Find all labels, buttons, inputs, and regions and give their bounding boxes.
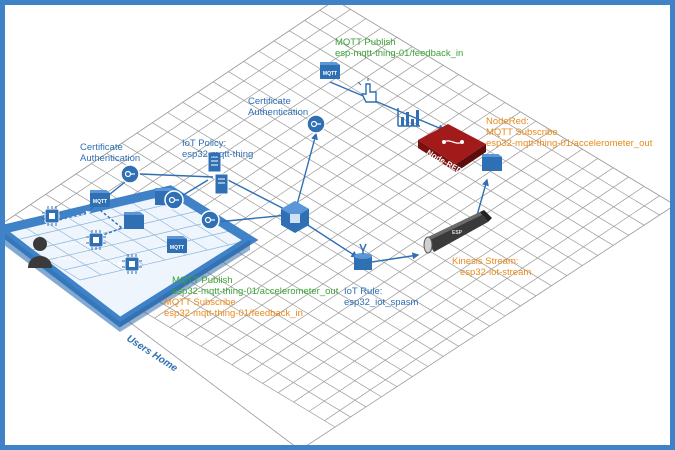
users-home-platform	[0, 185, 259, 332]
esp32-chip-icon	[42, 206, 62, 226]
grid-line	[304, 20, 645, 226]
grid-line	[197, 91, 539, 298]
kinesis-stream-icon: ESP	[423, 210, 492, 254]
mqtt-publish-bottom-label: MQTT Publish esp32-mqtt-thing-01/acceler…	[172, 275, 339, 297]
grid-line	[243, 61, 584, 267]
certificate-icon	[120, 164, 140, 184]
grid-line	[42, 219, 123, 271]
device-links	[57, 210, 123, 267]
certificate-icon	[164, 190, 184, 210]
grid-line	[228, 71, 569, 277]
mqtt-badge: MQTT	[170, 245, 184, 251]
mqtt-broker-icon	[482, 154, 502, 171]
mqtt-publish-top-label: MQTT Publish esp-mqtt-thing-01/feedback_…	[335, 37, 463, 59]
hand-pointer-icon	[357, 78, 377, 103]
bar-chart-icon	[397, 108, 420, 127]
kinesis-label: Kinesis Stream: esp32-iot-stream	[452, 256, 531, 278]
grid-line	[121, 142, 462, 349]
iot-rule-icon	[354, 243, 372, 270]
mqtt-badge: MQTT	[323, 71, 337, 77]
nodered-label: NodeRed: MQTT Subscribe esp32-mqtt-thing…	[486, 116, 653, 149]
iot-policy-icon	[207, 151, 222, 173]
certificate-icon	[306, 114, 326, 134]
cert-auth-left-label: Certificate Authentication	[80, 142, 140, 164]
grid-line	[127, 199, 208, 251]
mqtt-badge: MQTT	[93, 199, 107, 205]
iot-policy-icon	[214, 173, 229, 195]
grid-line	[213, 81, 554, 288]
user-icon	[28, 237, 52, 268]
esp32-chip-icon	[122, 254, 142, 274]
grid-line	[21, 224, 102, 276]
grid-line	[319, 9, 660, 216]
esp32-chip-icon	[86, 230, 106, 250]
grid-line	[167, 112, 508, 318]
svg-text:ESP: ESP	[452, 230, 463, 236]
mqtt-broker-icon	[124, 212, 144, 229]
esp32-devices	[42, 206, 142, 274]
mqtt-broker-icon: MQTT	[320, 62, 340, 79]
cert-auth-top-label: Certificate Authentication	[248, 96, 308, 118]
iot-policy-label: IoT Policy: esp32-mqtt-thing	[182, 138, 253, 160]
certificate-icon	[200, 210, 220, 230]
iot-core-icon	[281, 201, 309, 233]
grid-line	[136, 132, 478, 339]
grid-line	[84, 209, 166, 261]
grid-line	[182, 101, 523, 308]
iot-rule-label: IoT Rule: esp32_iot_spasm	[344, 286, 419, 308]
mqtt-broker-icon: MQTT	[90, 190, 110, 207]
mqtt-subscribe-bottom-label: MQTT Subscribe esp32-mqtt-thing-01/feedb…	[164, 297, 303, 319]
node-red-icon: Node-RED	[418, 124, 486, 176]
mqtt-broker-icon: MQTT	[167, 236, 187, 253]
